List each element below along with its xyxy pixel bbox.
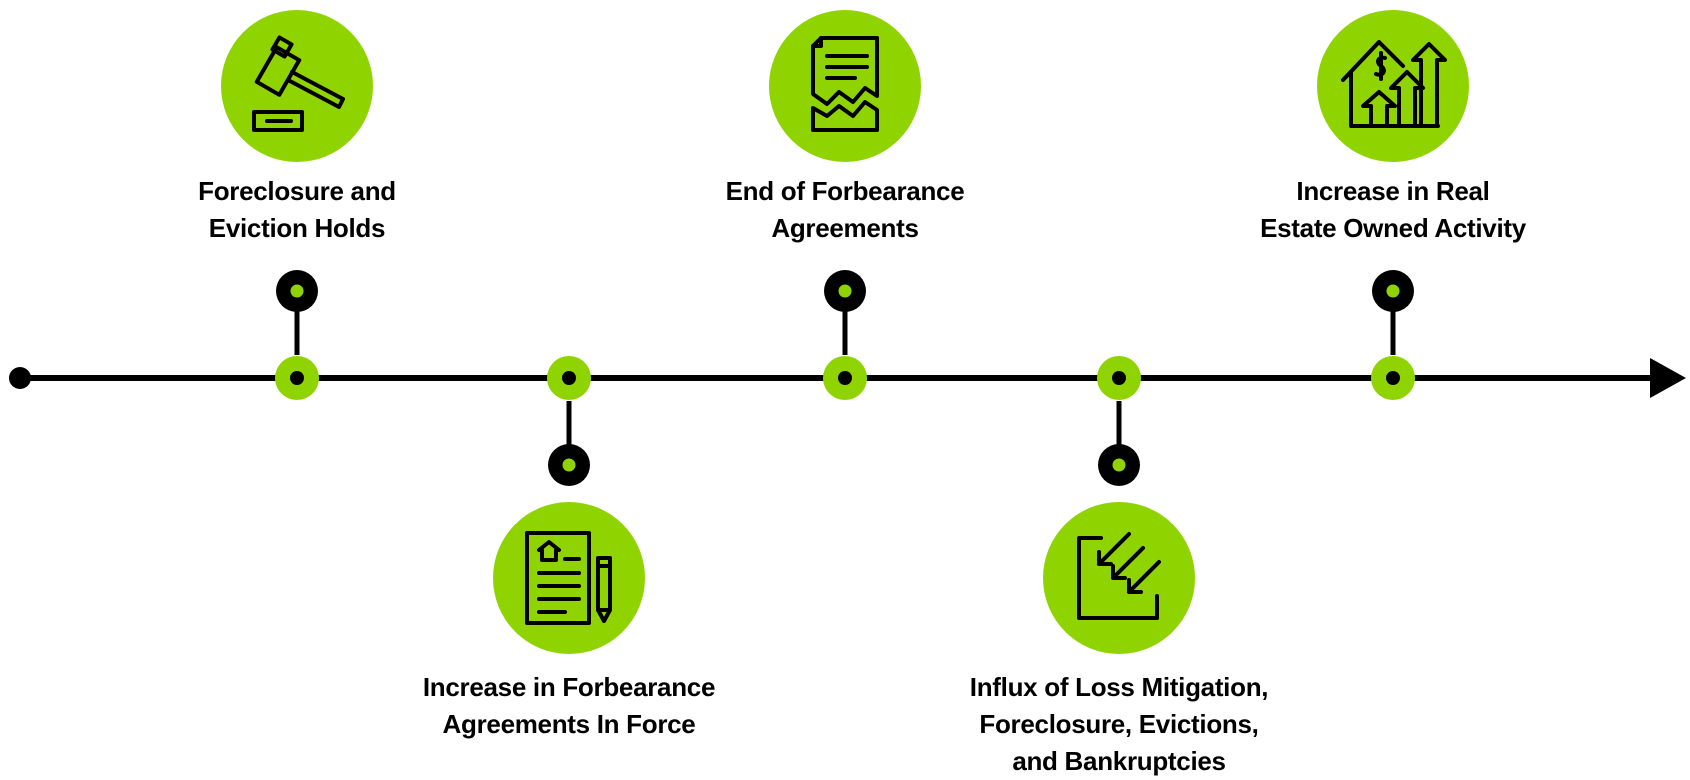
event-3-markers xyxy=(823,270,867,400)
event-label-foreclosure-eviction-holds: Foreclosure and Eviction Holds xyxy=(198,176,396,243)
event-label-increase-reo-activity: Increase in Real Estate Owned Activity xyxy=(1260,176,1526,243)
document-pen-icon xyxy=(493,502,645,654)
event-2-markers xyxy=(547,356,591,486)
event-label-end-forbearance: End of Forbearance Agreements xyxy=(725,176,965,243)
event-5-markers xyxy=(1371,270,1415,400)
event-4-markers xyxy=(1097,356,1141,486)
event-label-increase-forbearance: Increase in Forbearance Agreements In Fo… xyxy=(422,672,716,739)
timeline-arrowhead xyxy=(1650,358,1686,398)
inbox-arrows-icon xyxy=(1043,502,1195,654)
event-label-influx-loss-mitigation: Influx of Loss Mitigation, Foreclosure, … xyxy=(969,672,1269,776)
torn-document-icon xyxy=(769,10,921,162)
gavel-icon xyxy=(221,10,373,162)
event-1-markers xyxy=(275,270,319,400)
house-growth-icon xyxy=(1317,10,1469,162)
timeline-start-dot xyxy=(9,367,31,389)
